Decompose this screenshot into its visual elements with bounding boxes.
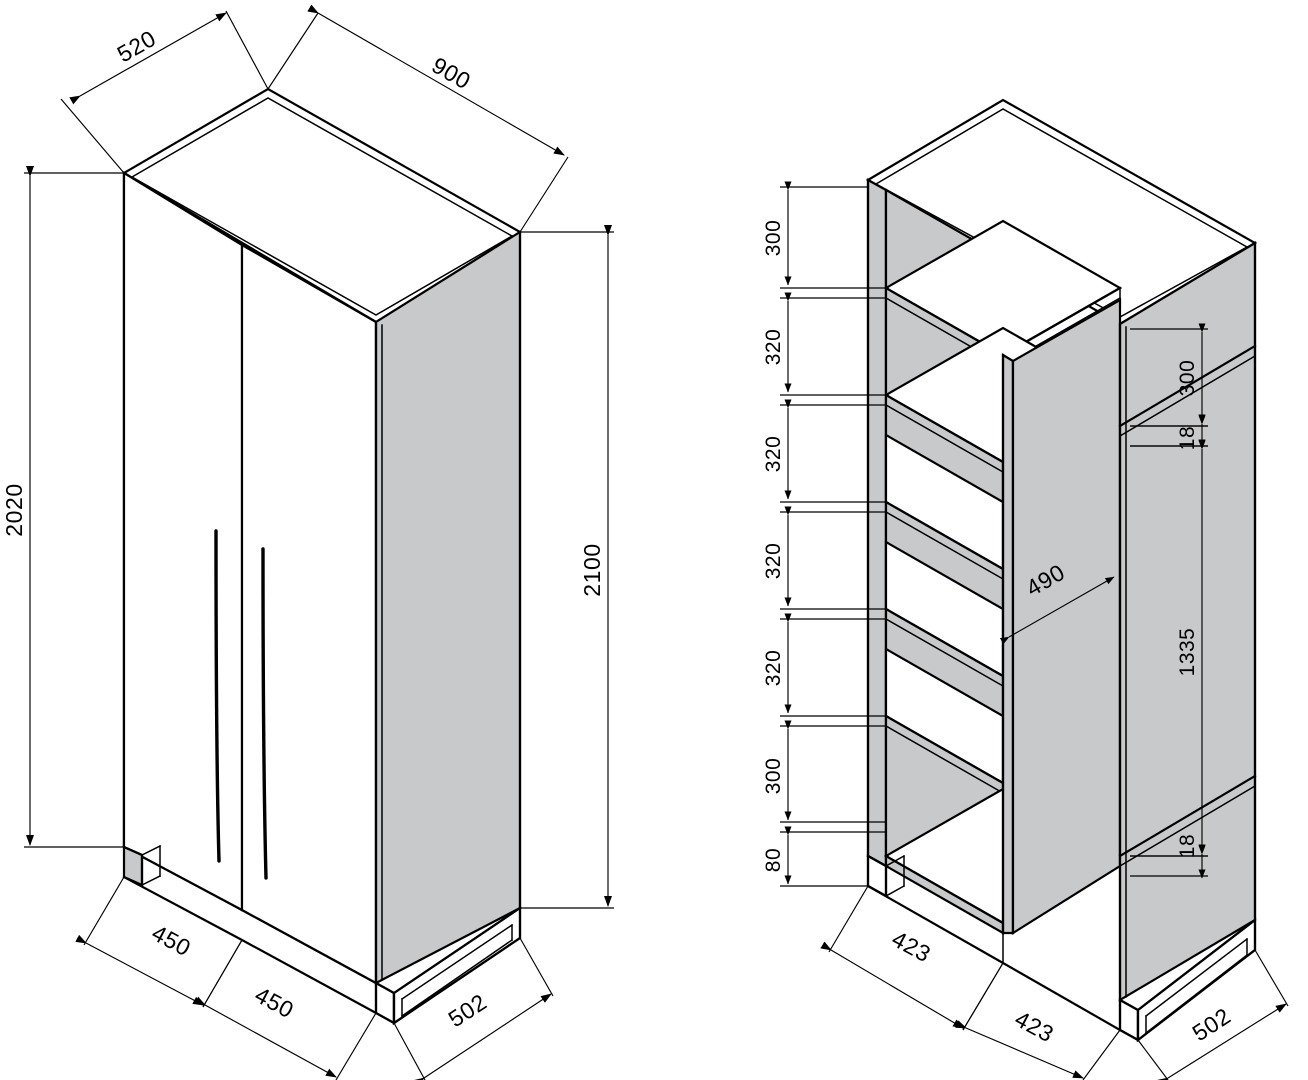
dim-stack-left: 300 320 320 320 xyxy=(762,181,886,887)
dim-label-thk-top: 18 xyxy=(1176,426,1199,450)
door-handle-group xyxy=(214,529,268,880)
dim-label-plinth80: 80 xyxy=(762,848,785,872)
dim-stack-right: 300 18 1335 18 xyxy=(1130,323,1208,879)
dim-320-gap5: 320 xyxy=(762,613,886,717)
dim-label-main-opening: 1335 xyxy=(1176,628,1199,677)
dim-label-2020: 2020 xyxy=(1,483,27,537)
dim-label-top-opening: 300 xyxy=(1176,360,1199,397)
closed-wardrobe-view: 520 900 2020 2100 450 xyxy=(1,4,614,1080)
carcass-left-side-panel xyxy=(866,178,888,868)
dim-label-520: 520 xyxy=(113,25,161,67)
dim-300-gap1: 300 xyxy=(762,181,886,289)
dim-label-2100: 2100 xyxy=(579,543,605,597)
dim-1335-main-opening: 1335 xyxy=(1130,440,1208,857)
right-bay-lower-divider xyxy=(1118,774,1257,868)
dim-2100-total-height: 2100 xyxy=(520,225,614,909)
dim-320-gap3: 320 xyxy=(762,399,886,503)
dim-label-450-right: 450 xyxy=(251,981,299,1023)
open-carcass-view: 490 xyxy=(762,98,1289,1080)
dim-label-900: 900 xyxy=(428,52,476,95)
dim-label-gap4: 320 xyxy=(762,543,785,580)
dim-300-top-opening: 300 xyxy=(1130,323,1208,427)
cabinet-top-panel xyxy=(121,87,523,324)
door-handle-right[interactable] xyxy=(261,547,268,880)
dim-label-bay-left: 423 xyxy=(888,925,936,967)
dim-label-thk-bottom: 18 xyxy=(1176,834,1199,858)
dim-300-gap6: 300 xyxy=(762,720,886,823)
dim-label-bay-right: 423 xyxy=(1011,1005,1059,1047)
dim-label-gap6: 300 xyxy=(762,758,785,795)
cabinet-right-side-panel xyxy=(374,230,522,985)
right-bay-upper-divider xyxy=(1118,344,1257,438)
dim-2020-height: 2020 xyxy=(1,166,124,848)
dim-80-plinth: 80 xyxy=(762,826,886,887)
dim-label-502: 502 xyxy=(444,989,492,1033)
dim-320-gap4: 320 xyxy=(762,506,886,610)
dim-320-gap2: 320 xyxy=(762,292,886,396)
carcass-centre-divider: 490 xyxy=(999,298,1122,935)
dim-label-450-left: 450 xyxy=(148,919,196,961)
door-panel-left[interactable] xyxy=(122,171,244,912)
dim-label-gap3: 320 xyxy=(762,436,785,473)
door-handle-left[interactable] xyxy=(214,529,221,863)
carcass-right-side-panel xyxy=(1118,241,1257,1002)
dim-label-gap5: 320 xyxy=(762,650,785,687)
dim-label-gap1: 300 xyxy=(762,220,785,257)
dim-18-thickness-bottom: 18 xyxy=(1130,834,1208,879)
cabinet-front-face xyxy=(122,171,378,985)
dim-label-gap2: 320 xyxy=(762,329,785,366)
dim-423-bay-right: 423 xyxy=(955,962,1121,1080)
